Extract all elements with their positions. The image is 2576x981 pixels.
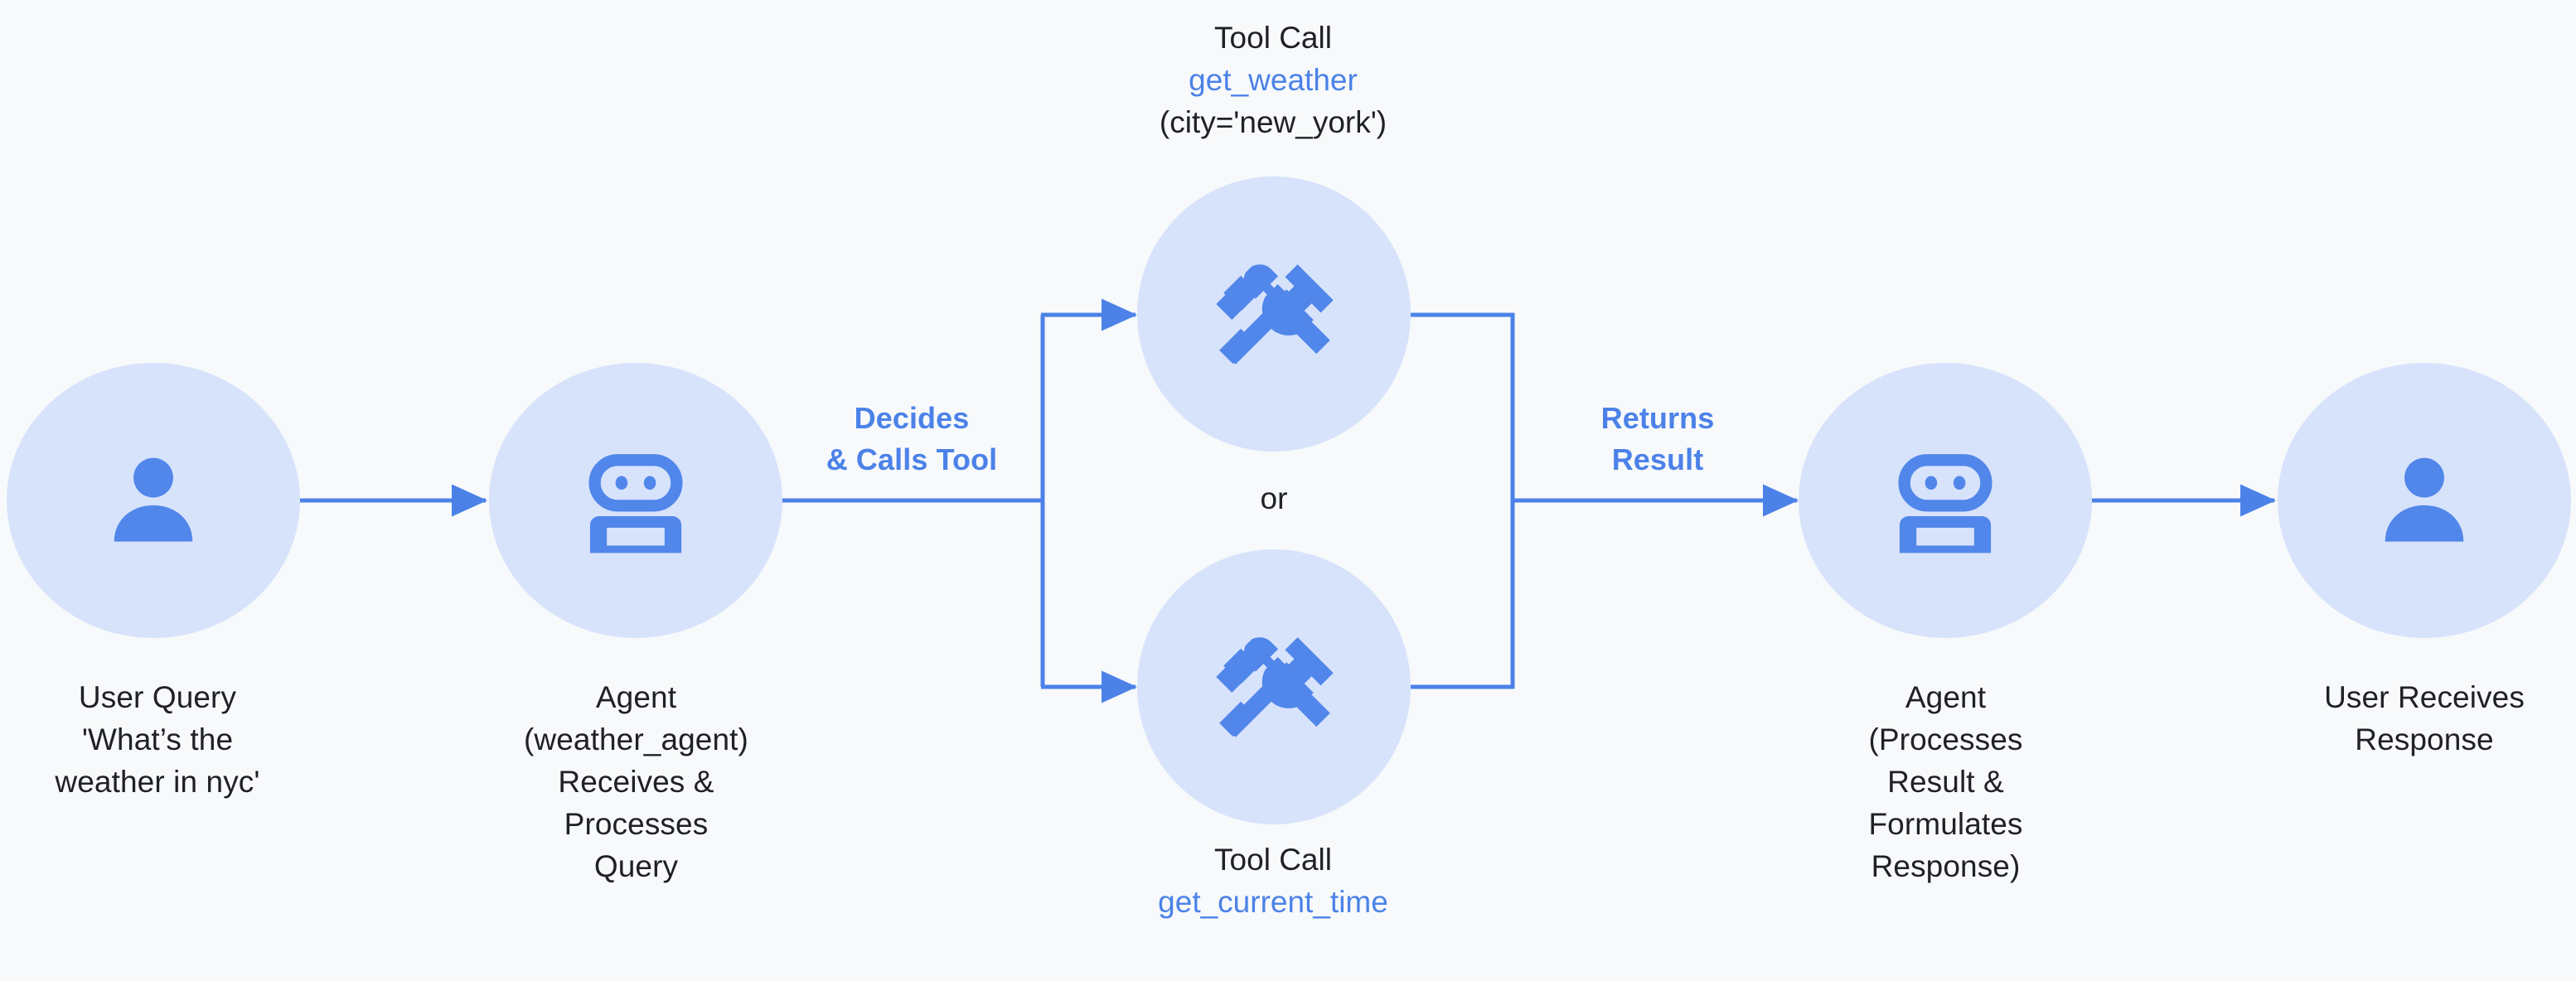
tool-weather-function-name: get_weather [1189,63,1358,98]
node-user-receives-label: User Receives Response [2324,680,2525,757]
node-agent-processes-label: Agent (Processes Result & Formulates Res… [1868,680,2023,884]
node-tool-weather[interactable] [1137,176,1411,452]
person-icon [114,457,193,542]
robot-icon [1898,454,1993,553]
tool-weather-args: (city='new_york') [1159,105,1387,140]
robot-icon [588,454,683,553]
node-user-query[interactable] [7,363,300,638]
node-user-receives[interactable] [2278,363,2571,638]
handyman-tools-icon [1216,264,1334,365]
tool-weather-label: Tool Call get_weather (city='new_york') [1107,17,1439,143]
node-user-query-label: User Query 'What’s the weather in nyc' [55,680,260,800]
branch-separator-label: or [1260,481,1288,515]
tool-current-time-label-line1: Tool Call [1214,843,1332,877]
tool-current-time-function-name: get_current_time [1158,885,1388,920]
edge-label-returns-result: Returns Result [1600,401,1715,476]
handyman-tools-icon [1216,637,1334,737]
person-icon [2385,457,2464,542]
tool-weather-label-line1: Tool Call [1214,21,1332,55]
node-agent-processes[interactable] [1799,363,2092,638]
node-tool-current-time[interactable] [1137,549,1411,824]
edge-label-decides-calls-tool: Decides & Calls Tool [826,401,998,476]
tool-current-time-label: Tool Call get_current_time [1107,838,1439,923]
node-agent-receives[interactable] [489,363,782,638]
node-agent-receives-label: Agent (weather_agent) Receives & Process… [524,680,748,884]
